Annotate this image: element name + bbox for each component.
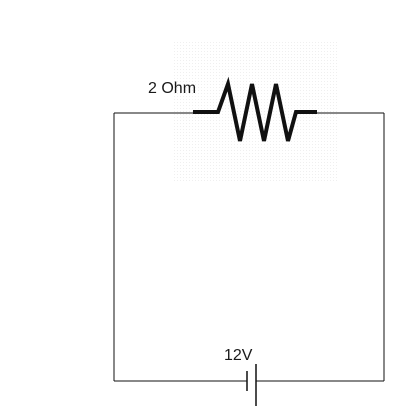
resistor-label: 2 Ohm [148, 80, 196, 97]
battery-symbol [246, 364, 257, 406]
resistor-symbol [193, 76, 317, 142]
circuit-wires [113, 112, 385, 382]
battery-label: 12V [224, 347, 253, 364]
